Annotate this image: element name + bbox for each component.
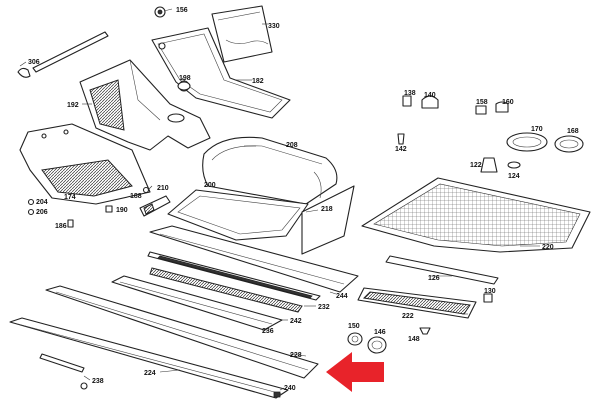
callout-130: 130 <box>484 288 496 295</box>
callout-190: 190 <box>116 207 128 214</box>
callout-122: 122 <box>470 162 482 169</box>
callout-198: 198 <box>179 75 191 82</box>
callout-182: 182 <box>252 78 264 85</box>
callout-244: 244 <box>336 293 348 300</box>
callout-138: 138 <box>404 90 416 97</box>
callout-156: 156 <box>176 7 188 14</box>
callout-224: 224 <box>144 370 156 377</box>
part-174-mat <box>19 123 151 205</box>
callout-240: 240 <box>284 385 296 392</box>
part-224-rocker <box>9 317 289 399</box>
callout-labels: 156 330 306 198 182 192 138 140 158 160 … <box>28 7 579 392</box>
callout-150: 150 <box>348 323 360 330</box>
callout-330: 330 <box>268 23 280 30</box>
part-232-strip <box>147 251 321 301</box>
callout-208: 208 <box>286 142 298 149</box>
callout-170: 170 <box>531 126 543 133</box>
callout-158: 158 <box>476 99 488 106</box>
callout-236: 236 <box>262 328 274 335</box>
callout-146: 146 <box>374 329 386 336</box>
part-240-clip <box>273 391 281 398</box>
callout-222: 222 <box>402 313 414 320</box>
callout-242: 242 <box>290 318 302 325</box>
callout-174: 174 <box>64 194 76 201</box>
callout-238: 238 <box>92 378 104 385</box>
callout-142: 142 <box>395 146 407 153</box>
part-208-cover <box>202 136 338 205</box>
callout-148: 148 <box>408 336 420 343</box>
part-122-124 <box>480 157 521 173</box>
callout-188: 188 <box>130 193 142 200</box>
fasteners-right-top <box>397 95 584 153</box>
part-242-strip <box>149 267 303 313</box>
part-330-mat <box>211 5 273 63</box>
callout-204: 204 <box>36 199 48 206</box>
callout-160: 160 <box>502 99 514 106</box>
part-238-rod <box>39 353 88 390</box>
callout-124: 124 <box>508 173 520 180</box>
part-228-sill <box>45 285 319 379</box>
fasteners-left <box>27 186 150 228</box>
part-156-clip <box>154 6 166 18</box>
callout-220: 220 <box>542 244 554 251</box>
callout-126: 126 <box>428 275 440 282</box>
leader-lines <box>19 8 540 391</box>
part-200-panel <box>167 189 309 241</box>
callout-210: 210 <box>157 185 169 192</box>
part-126-strip <box>385 255 499 285</box>
callout-192: 192 <box>67 102 79 109</box>
part-222-grille <box>357 287 477 319</box>
part-150-146-148 <box>347 327 431 354</box>
callout-306: 306 <box>28 59 40 66</box>
callout-200: 200 <box>204 182 216 189</box>
highlight-arrow-icon <box>326 352 384 392</box>
part-198-grommet <box>177 81 191 91</box>
part-130-clip <box>483 293 493 303</box>
part-306-rod <box>17 31 109 78</box>
part-210-bracket <box>139 195 171 217</box>
part-192-tunnel <box>79 59 211 151</box>
callout-168: 168 <box>567 128 579 135</box>
callout-228: 228 <box>290 352 302 359</box>
callout-206: 206 <box>36 209 48 216</box>
callout-218: 218 <box>321 206 333 213</box>
callout-140: 140 <box>424 92 436 99</box>
part-220-boot-mat <box>361 177 591 253</box>
callout-186: 186 <box>55 223 67 230</box>
part-218-side-panel <box>301 185 355 255</box>
part-244-panel <box>149 225 359 293</box>
callout-232: 232 <box>318 304 330 311</box>
part-182-floor-mat <box>151 27 291 119</box>
